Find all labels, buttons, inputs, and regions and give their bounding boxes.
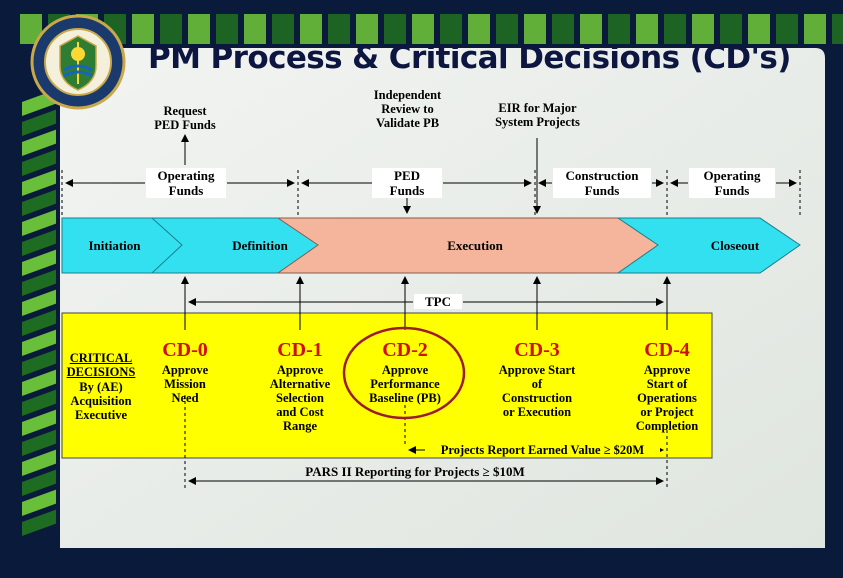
stripe-left (22, 469, 56, 496)
stripe-top (300, 14, 322, 44)
earned-value-label: Projects Report Earned Value ≥ $20M (425, 443, 660, 457)
stripe-left (22, 289, 56, 316)
funds-box-ped: PED Funds (372, 168, 442, 198)
stripe-top (188, 14, 210, 44)
critical-decisions-subtext: By (AE) Acquisition Executive (70, 380, 132, 422)
stripe-top (20, 14, 42, 44)
stripe-top (356, 14, 378, 44)
stripe-left (22, 309, 56, 336)
stripe-top (748, 14, 770, 44)
phase-label-execution: Execution (447, 238, 503, 253)
cd2-code: CD-2 (382, 339, 428, 361)
stripe-left (22, 249, 56, 276)
cd4-code: CD-4 (644, 339, 690, 361)
tpc-label: TPC (414, 294, 462, 309)
critical-decisions-box (61, 312, 713, 459)
stripe-top (832, 14, 843, 44)
stripe-top (160, 14, 182, 44)
stripe-top (272, 14, 294, 44)
critical-decisions-heading-2: DECISIONS (66, 365, 136, 379)
stripe-left (22, 449, 56, 476)
stripe-left (22, 209, 56, 236)
funds-box-operating-2: Operating Funds (689, 168, 775, 198)
funds-box-operating-1: Operating Funds (146, 168, 226, 198)
stripe-left (22, 509, 56, 536)
stripe-top (216, 14, 238, 44)
stripe-left (22, 409, 56, 436)
cd0-code: CD-0 (162, 339, 208, 361)
stripe-left (22, 109, 56, 136)
funds-box-construction: Construction Funds (553, 168, 651, 198)
boundary-dashes (61, 170, 801, 490)
stripe-left (22, 429, 56, 456)
cd1-code: CD-1 (277, 339, 323, 361)
cd3-desc: Approve Start of Construction or Executi… (498, 363, 576, 419)
stripe-top (412, 14, 434, 44)
doe-seal-logo (30, 14, 126, 110)
cd2-highlight-oval (342, 326, 466, 420)
page-title: PM Process & Critical Decisions (CD's) (148, 40, 791, 76)
label-request-ped-funds: Request PED Funds (154, 104, 216, 132)
stripe-left (22, 369, 56, 396)
stripe-left (22, 229, 56, 256)
stripe-left (22, 129, 56, 156)
stripe-top (328, 14, 350, 44)
stripe-top (720, 14, 742, 44)
cd0-desc: Approve Mission Need (161, 363, 209, 405)
stripe-top (692, 14, 714, 44)
stripe-left (22, 149, 56, 176)
stripe-top (608, 14, 630, 44)
stripe-top (776, 14, 798, 44)
stripe-left (22, 349, 56, 376)
stripe-top (552, 14, 574, 44)
stripe-left (22, 269, 56, 296)
pars-label: PARS II Reporting for Projects ≥ $10M (305, 464, 525, 479)
stripe-left (22, 329, 56, 356)
stripe-top (804, 14, 826, 44)
cd3-code: CD-3 (514, 339, 560, 361)
stripe-left (22, 389, 56, 416)
cd1-desc: Approve Alternative Selection and Cost R… (269, 363, 331, 433)
stripe-top (468, 14, 490, 44)
phase-label-definition: Definition (232, 238, 288, 253)
cd4-desc: Approve Start of Operations or Project C… (635, 363, 699, 433)
stripe-top (664, 14, 686, 44)
stripe-top (132, 14, 154, 44)
stripe-top (244, 14, 266, 44)
stripe-top (580, 14, 602, 44)
stripe-top (384, 14, 406, 44)
stripe-left (22, 489, 56, 516)
stripe-top (440, 14, 462, 44)
label-eir: EIR for Major System Projects (495, 101, 580, 129)
stripe-top (636, 14, 658, 44)
stripe-left (22, 189, 56, 216)
phase-chevron-closeout (616, 217, 801, 274)
stripe-top (496, 14, 518, 44)
stripe-top (524, 14, 546, 44)
phase-label-closeout: Closeout (710, 238, 760, 253)
label-independent-review: Independent Review to Validate PB (373, 88, 442, 130)
cd2-desc: Approve Performance Baseline (PB) (369, 363, 441, 405)
phase-label-initiation: Initiation (88, 238, 141, 253)
critical-decisions-heading-1: CRITICAL (69, 351, 133, 365)
stripe-left (22, 169, 56, 196)
